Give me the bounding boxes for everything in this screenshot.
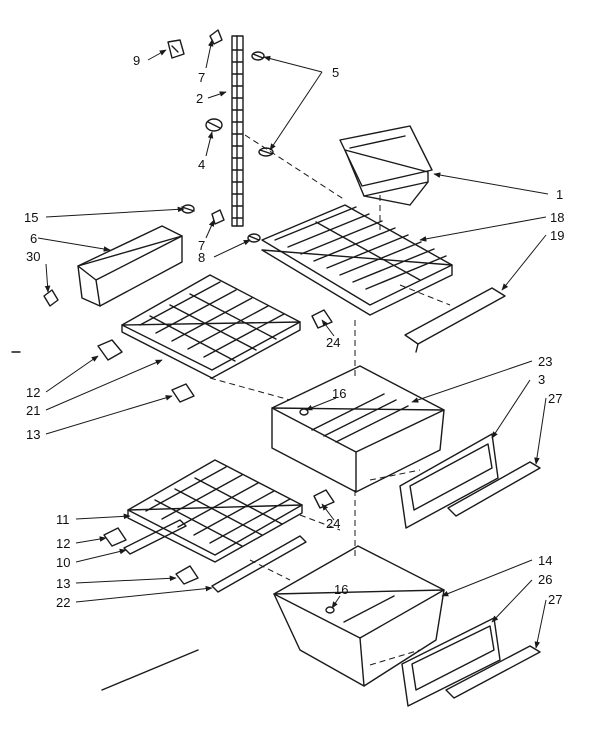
- part-13-support-upper: [171, 383, 195, 403]
- callout-30: 30: [26, 249, 40, 264]
- part-16-fastener-upper: [299, 408, 309, 416]
- callout-18: 18: [550, 210, 564, 225]
- part-16-fastener-lower: [325, 606, 335, 614]
- part-1-storage-bin: [339, 125, 433, 206]
- callout-27: 27: [548, 592, 562, 607]
- part-27-trim-lower: [445, 645, 541, 699]
- part-24-support-upper: [311, 309, 333, 329]
- callout-19: 19: [550, 228, 564, 243]
- callout-6: 6: [30, 231, 37, 246]
- part-14-crisper-lower: [273, 545, 445, 687]
- callout-1: 1: [556, 187, 563, 202]
- part-9-clip: [167, 39, 185, 59]
- callout-15: 15: [24, 210, 38, 225]
- part-2-ladder-rail: [231, 35, 244, 227]
- part-13-support-lower: [175, 565, 199, 585]
- callout-21: 21: [26, 403, 40, 418]
- leader-lines: [37, 39, 549, 649]
- callout-16: 16: [334, 582, 348, 597]
- callout-22: 22: [56, 595, 70, 610]
- callout-24: 24: [326, 516, 340, 531]
- callout-10: 10: [56, 555, 70, 570]
- part-4-spacer: [205, 118, 223, 132]
- part-8-screw: [247, 233, 261, 243]
- part-11-lower-shelf: [127, 459, 303, 563]
- callout-14: 14: [538, 553, 552, 568]
- part-18-upper-shelf: [261, 204, 453, 316]
- callout-12: 12: [26, 385, 40, 400]
- part-10-bracket: [123, 519, 187, 555]
- callout-2: 2: [196, 91, 203, 106]
- callout-4: 4: [198, 157, 205, 172]
- part-12-support-lower: [103, 527, 127, 547]
- callout-16: 16: [332, 386, 346, 401]
- callout-5: 5: [332, 65, 339, 80]
- callout-24: 24: [326, 335, 340, 350]
- part-6-shelf-front: [77, 225, 183, 307]
- callout-26: 26: [538, 572, 552, 587]
- part-26-drawer-front-lower: [401, 617, 501, 707]
- callout-13: 13: [56, 576, 70, 591]
- part-3-drawer-front-upper: [399, 433, 499, 529]
- callout-7: 7: [198, 238, 205, 253]
- callout-27: 27: [548, 391, 562, 406]
- callout-13: 13: [26, 427, 40, 442]
- part-30-end-cap: [43, 289, 59, 307]
- part-12-support-upper: [97, 339, 123, 361]
- part-22-rail: [211, 535, 307, 593]
- callout-7: 7: [198, 70, 205, 85]
- callout-11: 11: [56, 512, 70, 527]
- part-5-screw-mid: [258, 147, 274, 157]
- callout-9: 9: [133, 53, 140, 68]
- part-23-crisper-upper: [271, 365, 445, 493]
- callout-12: 12: [56, 536, 70, 551]
- callout-23: 23: [538, 354, 552, 369]
- assembly-dashed-lines: [209, 134, 451, 666]
- callout-labels: 9 7 2 5 4 1 15 18 6 7 19 8 30 24 12 21 2…: [24, 53, 564, 610]
- part-19-shelf-trim: [404, 287, 506, 353]
- margin-mark: [11, 351, 199, 691]
- callout-8: 8: [198, 250, 205, 265]
- part-5-screw-top: [251, 51, 265, 61]
- part-21-middle-shelf: [121, 274, 301, 379]
- part-7-cap-lower: [211, 209, 225, 225]
- part-24-support-lower: [313, 489, 335, 509]
- callout-3: 3: [538, 372, 545, 387]
- part-27-trim-upper: [447, 461, 541, 517]
